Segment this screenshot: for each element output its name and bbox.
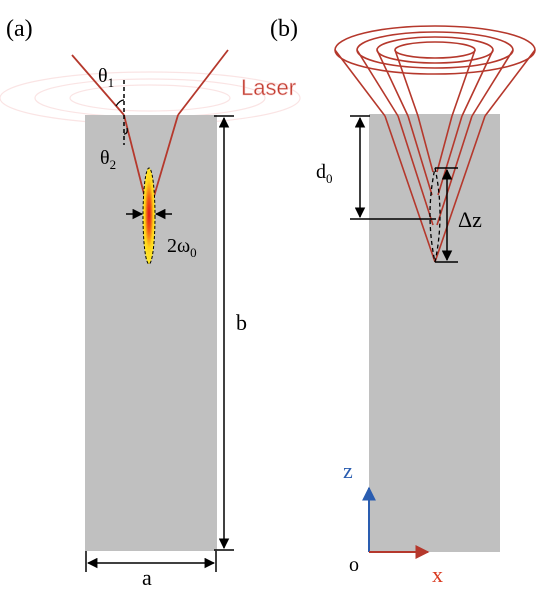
x-axis-label: x [432,562,443,587]
svg-text:d0: d0 [316,161,333,186]
svg-text:θ2: θ2 [100,147,116,172]
theta1-arc [115,99,125,107]
focus-spot [143,168,155,264]
theta1-symbol: θ [98,65,108,87]
theta2-subscript: 2 [110,157,117,172]
panel-b-label: (b) [270,16,298,42]
delta-z-label: Δz [458,207,482,232]
dim-a-label: a [142,565,152,590]
svg-text:2ω0: 2ω0 [167,235,197,260]
panel-b: (b) [270,16,536,587]
origin-label: o [349,554,359,576]
z-axis-label: z [343,458,353,483]
d0-label: d [316,161,326,183]
svg-text:θ1: θ1 [98,65,114,90]
waist-label: 2ω [167,235,190,257]
theta2-symbol: θ [100,147,110,169]
panel-a-label: (a) [6,16,33,42]
theta1-subscript: 1 [108,75,115,90]
laser-cone-rings [334,25,536,75]
laser-cone-rays [334,49,536,117]
waist-subscript: 0 [190,245,197,260]
theta2-arc [123,127,128,135]
laser-label: Laser [241,75,296,100]
panel-a: (a) θ1 θ2 [0,16,301,590]
d0-subscript: 0 [326,171,333,186]
sample-block-b [369,114,500,552]
dim-b-label: b [236,310,247,335]
